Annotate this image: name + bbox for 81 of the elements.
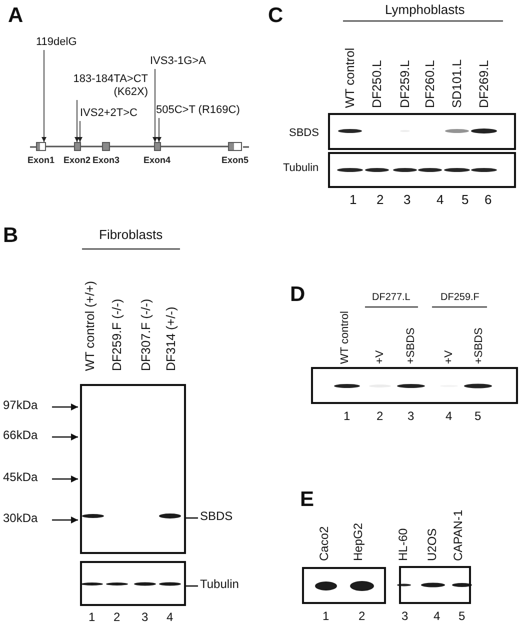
leader-arrow	[78, 120, 82, 142]
lane-label: 3	[402, 610, 408, 624]
lane-label: DF259.L	[398, 60, 412, 108]
blot-label: 30kDa	[3, 512, 38, 526]
lane-label: 1	[344, 410, 350, 424]
lane-label: +V	[374, 350, 386, 364]
lane-label: 2	[376, 193, 384, 208]
exon-label: Exon4	[144, 155, 171, 165]
leader-arrow	[152, 68, 158, 142]
intron-line	[81, 146, 102, 148]
lane-label: WT control	[343, 48, 358, 108]
mutation-label: IVS2+2T>C	[80, 107, 138, 120]
panel-letter: E	[300, 488, 314, 512]
leader-arrow	[74, 100, 80, 142]
lane-label: DF250.L	[370, 60, 384, 108]
lane-label: DF307.F (-/-)	[139, 298, 154, 371]
lane-label: 3	[404, 193, 411, 208]
exon-box	[102, 142, 110, 151]
lane-label: DF260.L	[423, 60, 438, 108]
lane-label: 1	[322, 610, 330, 624]
exon-box	[74, 142, 80, 151]
blot-label: Tubulin	[283, 162, 319, 175]
lane-label: Lymphoblasts	[385, 3, 465, 18]
lane-label: DF259.F	[440, 292, 480, 304]
lane-label: U2OS	[426, 528, 440, 561]
lane-label: +V	[442, 350, 456, 364]
lane-label: 6	[484, 193, 492, 208]
lane-label: 1	[350, 193, 357, 208]
lane-label: 3	[142, 611, 148, 625]
exon-box	[228, 142, 242, 151]
lane-label: HL-60	[397, 528, 411, 561]
lane-label: 4	[434, 610, 440, 624]
blot-label: 66kDa	[3, 429, 38, 443]
intron-line	[161, 146, 228, 148]
lane-label: 2	[358, 610, 366, 624]
intron-line	[110, 146, 154, 148]
blot-label: SBDS	[289, 127, 319, 140]
lane-label: 5	[474, 410, 482, 424]
lane-label: 4	[436, 193, 444, 208]
lane-label: DF259.F (-/-)	[110, 298, 124, 371]
lane-label: 2	[114, 611, 120, 625]
lane-label: DF314 (+/-)	[164, 306, 178, 371]
blot-label: Tubulin	[200, 578, 239, 592]
lane-label: Fibroblasts	[99, 228, 163, 243]
blot-label: 97kDa	[3, 399, 38, 413]
lane-label: 5	[462, 193, 469, 208]
lane-label: 5	[458, 610, 466, 624]
exon-label: Exon1	[28, 155, 55, 165]
exon-label: Exon2	[64, 155, 91, 165]
panel-letter: B	[3, 224, 18, 248]
mutation-label: 505C>T (R169C)	[156, 104, 241, 118]
lane-label: CAPAN-1	[452, 510, 466, 561]
blot-label: 45kDa	[3, 471, 38, 485]
lane-label: 4	[166, 611, 174, 625]
lane-label: 2	[376, 410, 384, 424]
lane-label: DF269.L	[477, 60, 492, 108]
leader-arrow	[156, 118, 162, 142]
intron-line	[46, 146, 74, 148]
lane-label: HepG2	[352, 522, 366, 561]
lane-label: WT control	[338, 311, 352, 364]
exon-box	[36, 142, 46, 151]
lane-label: +SBDS	[404, 328, 418, 364]
mutation-label: 183-184TA>CT (K62X)	[72, 73, 148, 100]
blot-label: SBDS	[200, 510, 233, 524]
exon-label: Exon3	[92, 155, 120, 165]
lane-label: WT control (+/+)	[83, 280, 98, 371]
panel-letter: A	[8, 4, 24, 28]
lane-label: DF277.L	[372, 292, 410, 304]
exon-box	[154, 142, 160, 151]
leader-arrow	[42, 50, 46, 142]
lane-label: SD101.L	[450, 59, 464, 108]
lane-label: 1	[88, 611, 96, 625]
panel-letter: D	[290, 283, 306, 308]
exon-label: Exon5	[222, 155, 249, 165]
panel-letter: C	[268, 4, 284, 28]
lane-label: 3	[408, 410, 414, 424]
lane-label: +SBDS	[472, 328, 486, 364]
lane-label: Caco2	[318, 526, 332, 561]
mutation-label: 119delG	[36, 36, 78, 50]
lane-label: 4	[446, 410, 452, 424]
mutation-label: IVS3-1G>A	[150, 55, 207, 68]
